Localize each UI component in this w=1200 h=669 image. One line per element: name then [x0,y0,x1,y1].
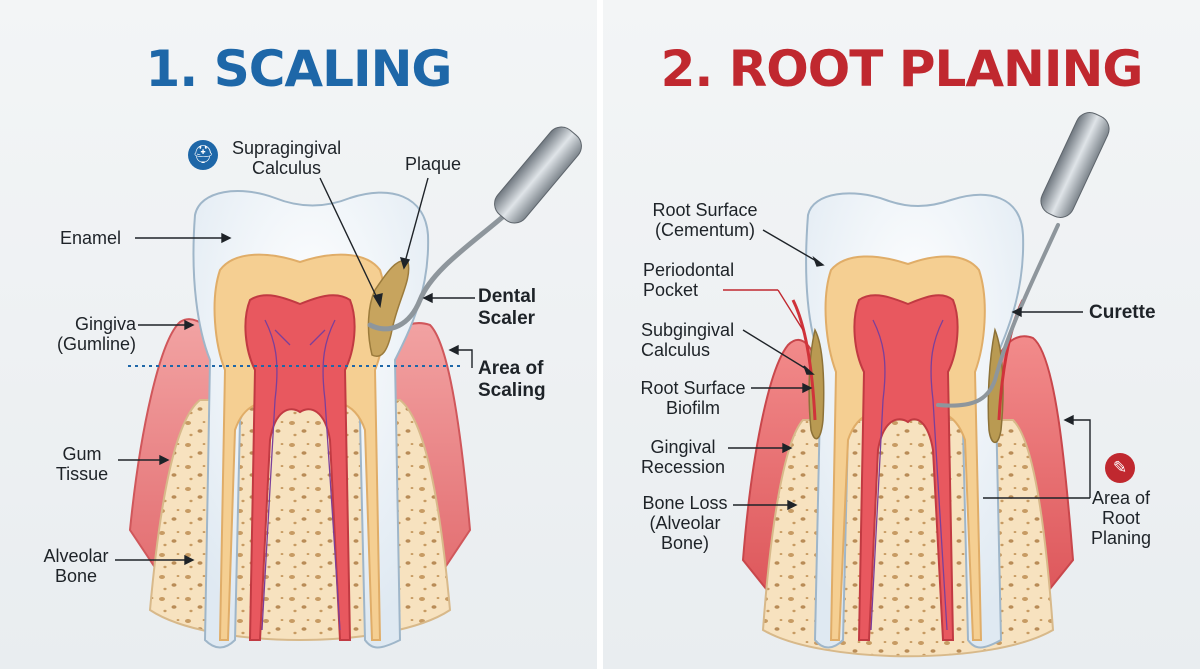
wrench-icon: ✎ [1105,453,1135,483]
label-enamel: Enamel [60,228,122,248]
root-planing-panel: 2. ROOT PLANING Root Surface (Cementum) … [603,0,1200,669]
curette [936,223,1060,408]
label-curette: Curette [1089,302,1156,323]
tooth-icon: ⛑ [188,140,218,170]
leader-lines-2 [723,229,1091,511]
label-subgingival-calculus: Subgingival Calculus [641,320,735,360]
label-area-of-root-planing: Area of Root Planing [1090,488,1152,548]
dental-scaler [367,212,508,332]
label-dental-scaler: Dental Scaler [478,286,537,329]
label-bone-loss: Bone Loss (Alveolar Bone) [642,493,728,553]
scaling-illustration [115,126,582,649]
label-periodontal-pocket: Periodontal Pocket [643,260,735,300]
label-area-of-scaling: Area of Scaling [478,358,546,401]
label-gingiva: Gingiva (Gumline) [56,314,136,354]
label-root-surface-cementum: Root Surface (Cementum) [652,200,758,240]
nerve-vessels-2 [870,319,948,631]
periodontal-pocket [791,299,817,421]
root-planing-title: 2. ROOT PLANING [660,40,1144,98]
label-gingival-recession: Gingival Recession [640,437,726,477]
root-planing-illustration [723,112,1110,658]
scaling-title: 1. SCALING [145,40,453,98]
pulp [244,294,356,641]
scaling-panel: 1. SCALING ⛑ Supragingival Calculus Plaq… [0,0,597,669]
nerve-vessels [261,319,341,631]
label-root-surface-biofilm: Root Surface Biofilm [640,378,746,418]
label-plaque: Plaque [405,154,462,174]
label-supragingival-calculus: Supragingival Calculus [232,138,342,178]
alveolar-bone [148,399,452,641]
leader-lines [115,177,475,566]
label-gum-tissue: Gum Tissue [55,444,109,484]
label-alveolar-bone: Alveolar Bone [43,546,109,586]
alveolar-bone-2 [761,419,1055,658]
